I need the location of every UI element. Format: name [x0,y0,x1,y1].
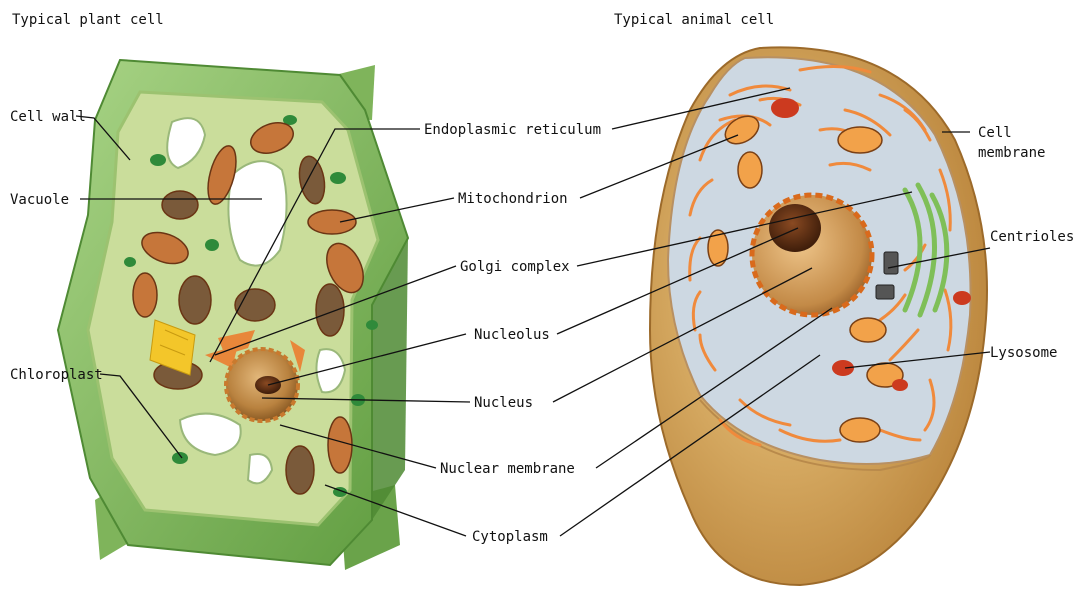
label-chloroplast: Chloroplast [10,367,103,383]
label-vacuole: Vacuole [10,192,69,208]
label-cytoplasm: Cytoplasm [472,529,548,545]
label-cell-wall: Cell wall [10,109,86,125]
label-nuclear-membrane: Nuclear membrane [440,461,575,477]
label-cell-membrane-line1: Cell [978,125,1012,141]
lysosome [892,379,908,391]
chloroplast [205,239,219,251]
plant-cell-title: Typical plant cell [12,12,164,28]
lysosome [953,291,971,305]
chloroplast [172,452,188,464]
chloroplast [366,320,378,330]
label-cell-membrane-line2: membrane [978,145,1045,161]
chloroplast [124,257,136,267]
label-nucleus: Nucleus [474,395,533,411]
label-nucleolus: Nucleolus [474,327,550,343]
lysosome [771,98,799,118]
vacuole-large [228,161,286,266]
label-lysosome: Lysosome [990,345,1057,361]
label-centrioles: Centrioles [990,229,1074,245]
animal-nucleolus [769,204,821,252]
animal-cell-title: Typical animal cell [614,12,774,28]
label-endoplasmic-reticulum: Endoplasmic reticulum [424,122,601,138]
chloroplast [330,172,346,184]
label-mitochondrion: Mitochondrion [458,191,568,207]
chloroplast [150,154,166,166]
label-golgi-complex: Golgi complex [460,259,570,275]
animal-cell-illustration [650,47,987,585]
